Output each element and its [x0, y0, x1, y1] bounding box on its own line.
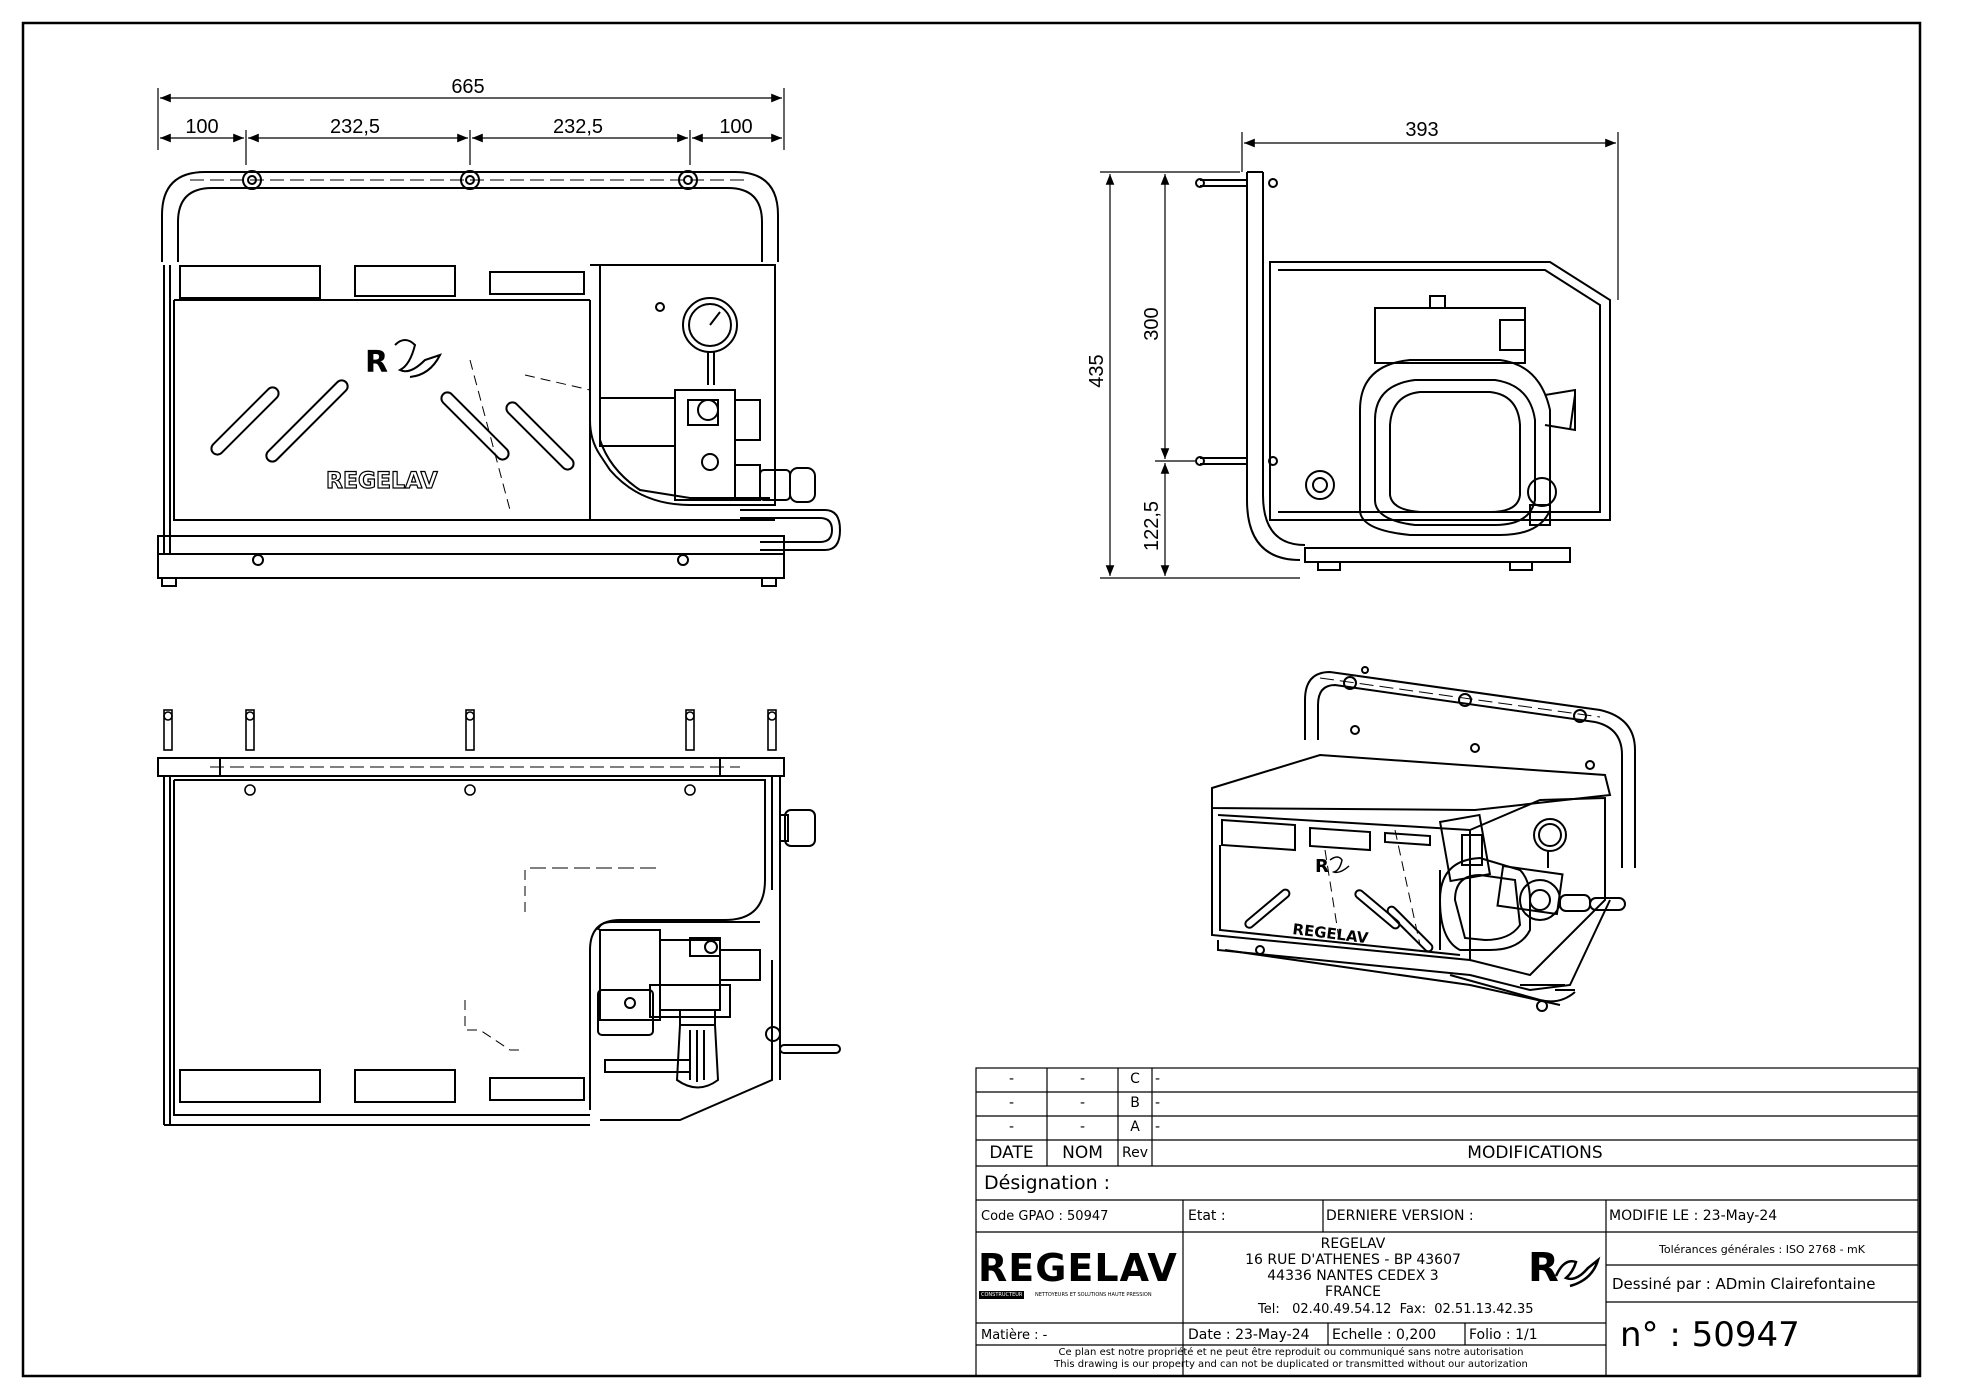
date: Date : 23-May-24 — [1188, 1327, 1310, 1343]
company-address-2: 44336 NANTES CEDEX 3 — [1267, 1268, 1439, 1284]
title-block-grid — [975, 1067, 1919, 1377]
rev-b-date: - — [1008, 1095, 1015, 1111]
dim-front-seg3: 232,5 — [553, 116, 603, 138]
sheet-border — [21, 21, 1922, 1378]
folio: Folio : 1/1 — [1469, 1327, 1538, 1343]
tel-value: 02.40.49.54.12 — [1292, 1302, 1392, 1317]
dim-side-width: 393 — [1405, 119, 1438, 141]
dim-side-upper: 300 — [1141, 307, 1163, 340]
svg-text:R: R — [1315, 856, 1329, 877]
front-panel-brand: REGELAV — [326, 469, 438, 494]
dim-front-seg4: 100 — [719, 116, 752, 138]
modifie-le: MODIFIE LE : 23-May-24 — [1609, 1208, 1778, 1224]
company-logo-text: REGELAV — [978, 1246, 1178, 1290]
company-address-1: 16 RUE D'ATHENES - BP 43607 — [1245, 1252, 1461, 1268]
dim-side-lower: 122,5 — [1141, 501, 1163, 551]
rev-c-date: - — [1008, 1071, 1015, 1087]
rev-c-nom: - — [1079, 1071, 1086, 1087]
derniere-version: DERNIERE VERSION : — [1326, 1208, 1474, 1224]
dim-side-total: 435 — [1086, 354, 1108, 387]
rev-header-nom: NOM — [1062, 1143, 1103, 1163]
echelle: Echelle : 0,200 — [1332, 1327, 1437, 1343]
rev-a-nom: - — [1079, 1119, 1086, 1135]
dim-front-seg2: 232,5 — [330, 116, 380, 138]
svg-text:R: R — [365, 345, 388, 380]
dim-front-seg1: 100 — [185, 116, 218, 138]
side-dimensions — [1100, 132, 1619, 579]
dim-front-overall: 665 — [451, 76, 484, 98]
company-country: FRANCE — [1325, 1284, 1381, 1300]
rev-a-mod: - — [1155, 1119, 1161, 1135]
tel-label: Tel: — [1258, 1302, 1280, 1317]
rev-header-date: DATE — [989, 1143, 1034, 1163]
rev-header-modifications: MODIFICATIONS — [1467, 1143, 1603, 1163]
rev-a-letter: A — [1130, 1119, 1140, 1135]
designation-label: Désignation : — [984, 1172, 1111, 1194]
fax-value: 02.51.13.42.35 — [1434, 1302, 1534, 1317]
code-gpao: Code GPAO : 50947 — [981, 1209, 1109, 1224]
rev-c-letter: C — [1130, 1071, 1140, 1087]
front-view: R — [157, 170, 842, 587]
dessine-par: Dessiné par : ADmin Clairefontaine — [1612, 1275, 1876, 1293]
rhino-logo-icon — [1554, 1256, 1601, 1288]
rev-b-mod: - — [1155, 1095, 1161, 1111]
top-view — [157, 709, 841, 1126]
tolerances: Tolérances générales : ISO 2768 - mK — [1659, 1243, 1865, 1256]
logo-mark: R — [1528, 1245, 1559, 1291]
rev-b-nom: - — [1079, 1095, 1086, 1111]
rev-a-date: - — [1008, 1119, 1015, 1135]
etat: Etat : — [1188, 1208, 1226, 1224]
drawing-number: n° : 50947 — [1620, 1315, 1800, 1355]
isometric-view: R — [1211, 666, 1636, 1012]
matiere: Matière : - — [981, 1328, 1048, 1343]
rev-c-mod: - — [1155, 1071, 1161, 1087]
rev-b-letter: B — [1130, 1095, 1140, 1111]
company-phone-line: Tel: 02.40.49.54.12 Fax: 02.51.13.42.35 — [1258, 1302, 1534, 1317]
logo-badge: CONSTRUCTEUR — [979, 1291, 1025, 1299]
rev-header-rev: Rev — [1122, 1145, 1148, 1161]
footer-en: This drawing is our property and can not… — [1054, 1359, 1528, 1370]
fax-label: Fax: — [1399, 1302, 1426, 1317]
front-dimensions — [157, 88, 785, 165]
logo-tagline: NETTOYEURS ET SOLUTIONS HAUTE PRESSION — [1035, 1292, 1152, 1298]
footer-fr: Ce plan est notre propriété et ne peut ê… — [1058, 1347, 1524, 1358]
company-name: REGELAV — [1320, 1236, 1386, 1252]
side-view — [1195, 171, 1611, 571]
